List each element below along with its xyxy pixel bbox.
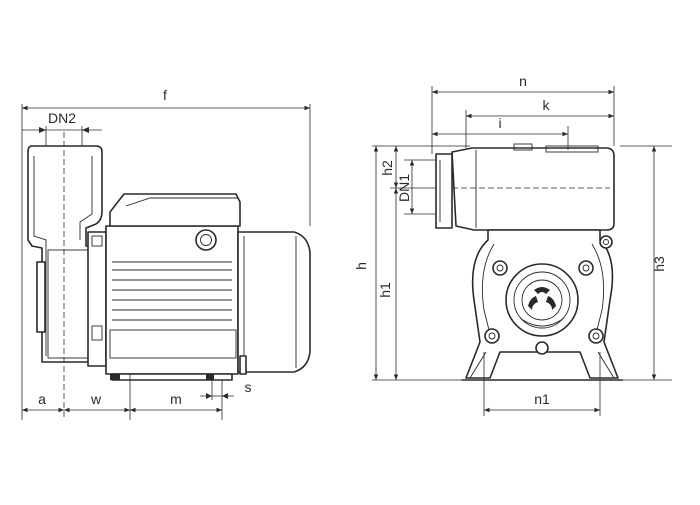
bolt-bottom-right-inner xyxy=(592,332,600,340)
front-view: n k i h2 DN1 h h1 h3 n1 xyxy=(353,73,672,416)
motor-cooling-fins xyxy=(109,261,237,359)
base-foot-rear xyxy=(239,355,247,375)
top-boss xyxy=(513,143,533,151)
label-h1: h1 xyxy=(377,282,393,298)
label-m: m xyxy=(170,391,182,407)
label-f: f xyxy=(163,87,167,103)
flange-bolt-top xyxy=(91,235,103,247)
label-n1: n1 xyxy=(534,391,550,407)
inlet-flange xyxy=(435,153,453,229)
impeller-vane-right xyxy=(546,296,556,310)
label-a: a xyxy=(38,391,46,407)
flange-bolt xyxy=(91,325,103,341)
volute-inner-lines xyxy=(481,243,605,343)
label-i: i xyxy=(498,115,501,131)
terminal-screw-inner xyxy=(200,234,212,246)
impeller-hub xyxy=(521,279,563,321)
impeller-lower-arc xyxy=(519,317,565,327)
label-dn2: DN2 xyxy=(48,110,76,126)
terminal-screw xyxy=(195,229,217,251)
label-dn1: DN1 xyxy=(396,174,412,202)
s-arrows xyxy=(206,393,228,399)
bolt-top-left xyxy=(492,260,508,276)
label-n: n xyxy=(519,73,527,89)
bolt-bottom-center xyxy=(535,341,549,355)
impeller-ring xyxy=(513,271,571,329)
base-foot-right xyxy=(206,374,214,380)
terminal-box xyxy=(109,193,241,227)
casing-inner-line xyxy=(33,156,93,356)
impeller-housing xyxy=(505,263,579,337)
pump-head-box xyxy=(451,147,615,231)
bolt-bottom-right xyxy=(588,328,604,344)
fan-cover xyxy=(237,231,311,373)
bolt-upper-right xyxy=(599,235,613,249)
label-h: h xyxy=(353,262,369,270)
label-h2: h2 xyxy=(379,160,395,176)
bolt-bottom-left xyxy=(484,328,500,344)
impeller-vane-top xyxy=(534,287,550,294)
base-foot-left xyxy=(110,374,120,380)
top-rib xyxy=(545,145,599,153)
terminal-box-edge xyxy=(125,197,238,207)
label-h3: h3 xyxy=(651,256,667,272)
pump-head-casing xyxy=(27,145,103,363)
bolt-top-right xyxy=(578,260,594,276)
label-w: w xyxy=(90,391,102,407)
foot-lines xyxy=(469,351,615,379)
label-s: s xyxy=(245,379,252,395)
bolt-top-right-inner xyxy=(582,264,590,272)
impeller-vane-left xyxy=(528,296,538,310)
label-k: k xyxy=(543,97,551,113)
bolt-bottom-left-inner xyxy=(488,332,496,340)
side-view: f DN2 a w m s xyxy=(21,87,311,420)
bolt-upper-right-inner xyxy=(603,239,609,245)
casing-side-rib xyxy=(36,261,46,333)
coupling-flange xyxy=(87,231,107,367)
bolt-top-left-inner xyxy=(496,264,504,272)
